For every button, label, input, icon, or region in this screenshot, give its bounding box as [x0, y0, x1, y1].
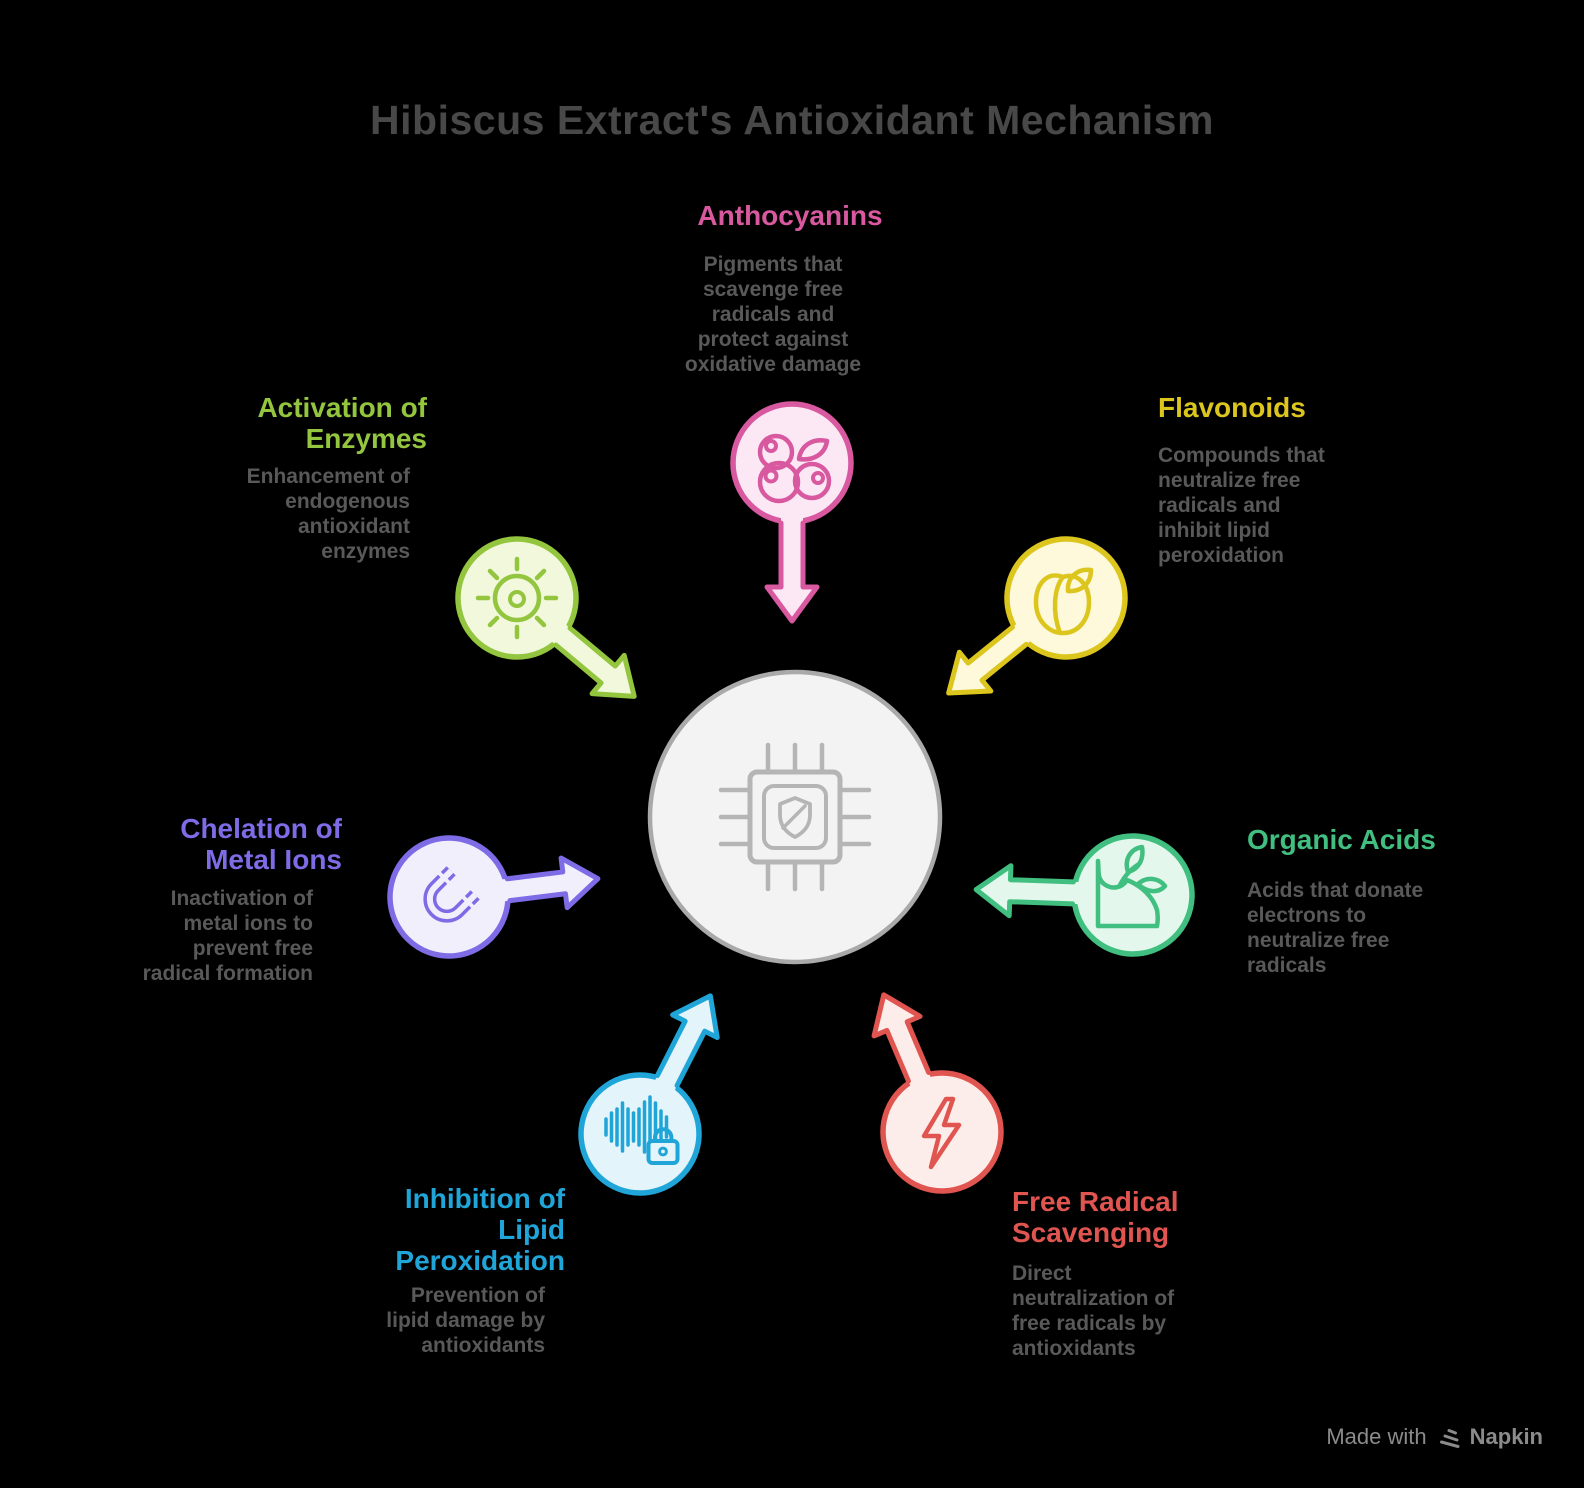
node-balloon-activation-of-enzymes: [455, 536, 637, 699]
node-balloon-flavonoids: [946, 536, 1128, 696]
node-arrow: [497, 858, 598, 908]
node-arrow: [652, 995, 718, 1095]
node-balloon-free-radical-scavenging: [871, 992, 1004, 1194]
node-description-activation-of-enzymes: Enhancement of endogenous antioxidant en…: [246, 465, 410, 563]
node-circle: [880, 1070, 1004, 1194]
node-label-activation-of-enzymes: Activation of Enzymes: [257, 392, 427, 454]
node-label-anthocyanins: Anthocyanins: [697, 200, 883, 231]
center-hub: [647, 669, 943, 965]
node-balloon-inhibition-of-lipid-peroxidation: [578, 993, 720, 1196]
node-arrow: [948, 620, 1035, 694]
node-label-chelation-of-metal-ions: Chelation of Metal Ions: [180, 813, 342, 875]
node-balloon-organic-acids: [973, 833, 1195, 957]
enzyme-icon: [475, 556, 559, 640]
peach-icon: [1033, 567, 1094, 636]
node-description-organic-acids: Acids that donate electrons to neutraliz…: [1247, 879, 1424, 977]
node-balloon-anthocyanins: [730, 401, 854, 624]
lightning-icon: [921, 1096, 962, 1170]
node-arrow: [976, 865, 1084, 916]
node-description-inhibition-of-lipid-peroxidation: Prevention of lipid damage by antioxidan…: [386, 1284, 545, 1357]
watermark-brand: Napkin: [1469, 1424, 1543, 1449]
napkin-logo-icon: [1439, 1428, 1460, 1448]
plant-icon: [1095, 844, 1168, 929]
node-arrow: [874, 994, 933, 1091]
node-label-flavonoids: Flavonoids: [1158, 392, 1306, 423]
chip-shield-icon: [718, 742, 872, 892]
node-arrow: [548, 621, 635, 697]
page-title: Hibiscus Extract's Antioxidant Mechanism: [370, 97, 1214, 143]
node-circle: [387, 835, 511, 959]
node-description-free-radical-scavenging: Direct neutralization of free radicals b…: [1012, 1262, 1175, 1360]
node-description-flavonoids: Compounds that neutralize free radicals …: [1158, 444, 1325, 567]
node-label-organic-acids: Organic Acids: [1247, 824, 1436, 855]
node-circle: [730, 401, 854, 525]
node-description-chelation-of-metal-ions: Inactivation of metal ions to prevent fr…: [142, 887, 313, 985]
berries-icon: [757, 433, 832, 504]
watermark-made-with: Made with: [1326, 1424, 1427, 1449]
waveform-lock-icon: [604, 1095, 680, 1165]
node-description-anthocyanins: Pigments that scavenge free radicals and…: [684, 253, 862, 376]
node-label-free-radical-scavenging: Free Radical Scavenging: [1012, 1186, 1179, 1248]
magnet-icon: [423, 866, 480, 923]
watermark: Made with Napkin: [1326, 1424, 1543, 1450]
node-arrow: [767, 513, 817, 621]
node-balloon-chelation-of-metal-ions: [387, 835, 601, 959]
node-label-inhibition-of-lipid-peroxidation: Inhibition of Lipid Peroxidation: [395, 1183, 565, 1276]
